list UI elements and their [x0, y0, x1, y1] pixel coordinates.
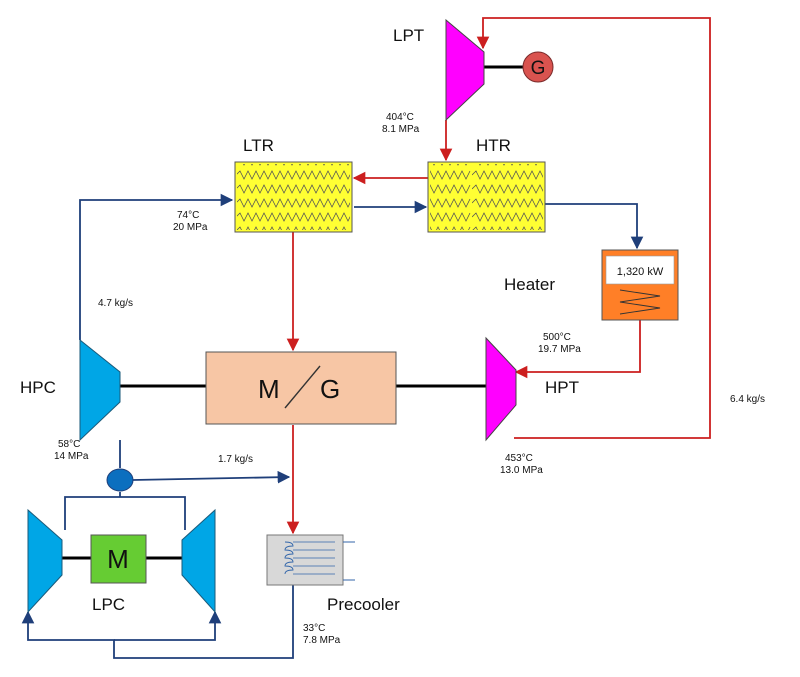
hpc-flow: 4.7 kg/s — [98, 298, 133, 309]
lpt-turbine — [445, 18, 485, 122]
split-valve — [106, 468, 134, 492]
precooler-label: Precooler — [327, 595, 400, 614]
lpc-discharge-line — [64, 496, 186, 530]
precooler-temp: 33°C — [303, 623, 325, 634]
mg-divider — [284, 365, 321, 409]
lpc-label: LPC — [92, 595, 125, 614]
hpc-compressor — [79, 338, 121, 442]
htr-to-heater-line — [545, 203, 644, 250]
precooler-coil-lines — [293, 541, 335, 575]
htr-coils — [430, 164, 543, 230]
hpt-inlet-temp: 500°C — [543, 332, 571, 343]
precooler-water-ports — [343, 541, 355, 581]
precooler-press: 7.8 MPa — [303, 635, 341, 646]
precooler-return-branch — [114, 610, 222, 641]
lpc-motor-label: M — [107, 544, 129, 574]
lpt-label: LPT — [393, 26, 424, 45]
precooler-box — [266, 534, 344, 586]
hpc-label: HPC — [20, 378, 56, 397]
mg-g-label: G — [320, 374, 340, 404]
hpt-turbine — [485, 336, 517, 442]
lpc-compressor-right — [181, 508, 216, 614]
lpt-inlet-press: 8.1 MPa — [382, 124, 420, 135]
hpt-flow: 6.4 kg/s — [730, 394, 765, 405]
hpt-out-temp: 453°C — [505, 453, 533, 464]
hpt-out-press: 13.0 MPa — [500, 465, 543, 476]
precooler-coil-1 — [284, 541, 294, 575]
ltr-label: LTR — [243, 136, 274, 155]
bypass-flow: 1.7 kg/s — [218, 454, 253, 465]
ltr-coils — [237, 164, 350, 230]
heater-power: 1,320 kW — [617, 266, 664, 278]
hpt-outlet-line — [476, 17, 711, 439]
generator-circle — [522, 51, 554, 83]
hpc-to-ltr-line — [79, 193, 234, 340]
ltr-temp: 74°C — [177, 210, 199, 221]
hpt-inlet-press: 19.7 MPa — [538, 344, 581, 355]
heater-label: Heater — [504, 275, 555, 294]
lpt-inlet-temp: 404°C — [386, 112, 414, 123]
lpc-motor — [90, 534, 147, 584]
ltr-press: 20 MPa — [173, 222, 208, 233]
heater-to-hpt-line — [514, 320, 641, 379]
generator-label: G — [531, 58, 546, 79]
hpc-out-press: 14 MPa — [54, 451, 89, 462]
precooler-return-line — [21, 585, 294, 659]
lpc-compressor-left — [27, 508, 63, 614]
heater-power-panel — [605, 255, 675, 285]
bypass-line — [132, 470, 291, 484]
hpc-out-temp: 58°C — [58, 439, 80, 450]
heater-coil — [619, 289, 661, 315]
htr-label: HTR — [476, 136, 511, 155]
mg-m-label: M — [258, 374, 280, 404]
hpt-label: HPT — [545, 378, 579, 397]
